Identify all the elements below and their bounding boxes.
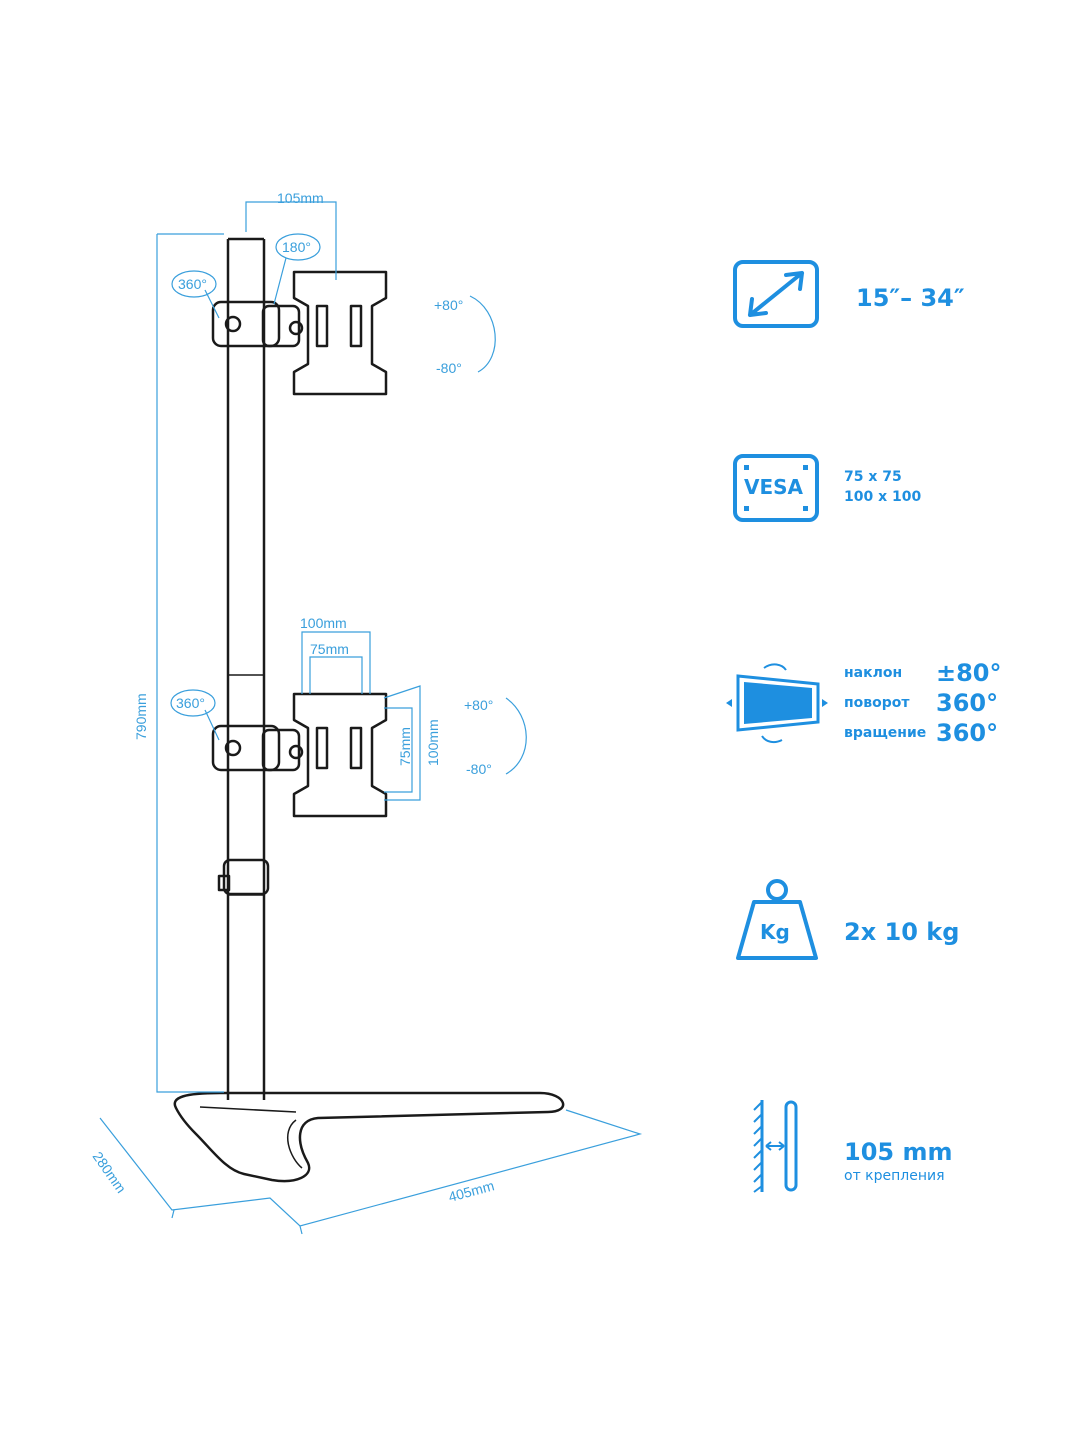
adjust-row-tilt: наклон ±80°	[844, 658, 1002, 688]
dim-base-width: 405mm	[447, 1177, 496, 1205]
vesa-icon	[733, 454, 819, 522]
adjust-value-tilt: ±80°	[936, 659, 1002, 687]
adjust-list: наклон ±80° поворот 360° вращение 360°	[844, 658, 1002, 748]
adjust-label-tilt: наклон	[844, 665, 903, 681]
stand-pole	[226, 237, 266, 1100]
dim-vesa-100-h: 100mm	[425, 719, 441, 766]
adjust-label-rotation: вращение	[844, 725, 927, 741]
dim-tilt-bottom-up: +80°	[464, 697, 493, 713]
dim-height: 790mm	[133, 693, 149, 740]
distance-sub: от крепления	[844, 1168, 945, 1184]
bottom-vesa-plate	[292, 692, 388, 818]
weight-icon	[736, 879, 818, 960]
dim-vesa-75-w: 75mm	[310, 641, 349, 657]
weight-badge: Kg	[760, 920, 790, 944]
stand-base-inner	[199, 1106, 303, 1169]
adjust-row-rotation: вращение 360°	[844, 718, 1002, 748]
wall-distance-icon	[753, 1100, 798, 1193]
adjust-row-swivel: поворот 360°	[844, 688, 1002, 718]
adjust-value-swivel: 360°	[936, 689, 999, 717]
top-vesa-plate	[292, 270, 388, 396]
vesa-sizes: 75 x 75 100 x 100	[844, 467, 921, 507]
dim-tilt-top-up: +80°	[434, 297, 463, 313]
vesa-badge: VESA	[744, 475, 804, 499]
top-clamp	[211, 300, 281, 348]
dim-rot-top-pole: 360°	[178, 276, 207, 292]
dim-vesa-75-h: 75mm	[397, 727, 413, 766]
cable-clip	[222, 858, 270, 896]
bottom-clamp	[211, 724, 281, 772]
dim-tilt-bottom-down: -80°	[466, 761, 492, 777]
adjust-label-swivel: поворот	[844, 695, 910, 711]
dim-width-top: 105mm	[277, 190, 324, 206]
monitor-rotation-icon	[726, 663, 828, 744]
dim-tilt-top-down: -80°	[436, 360, 462, 376]
stand-base	[173, 1091, 565, 1183]
dim-rot-bottom-pole: 360°	[176, 695, 205, 711]
load-text: 2x 10 kg	[844, 918, 960, 946]
adjust-value-rotation: 360°	[936, 719, 999, 747]
dim-base-depth: 280mm	[90, 1149, 130, 1196]
diagonal-arrow-icon	[733, 260, 819, 328]
vesa-size-100: 100 x 100	[844, 489, 922, 505]
dim-vesa-100-w: 100mm	[300, 615, 347, 631]
distance-text: 105 mm	[844, 1138, 953, 1166]
dim-rot-top-head: 180°	[282, 239, 311, 255]
vesa-size-75: 75 x 75	[844, 469, 902, 485]
screen-size-text: 15″– 34″	[856, 284, 965, 312]
